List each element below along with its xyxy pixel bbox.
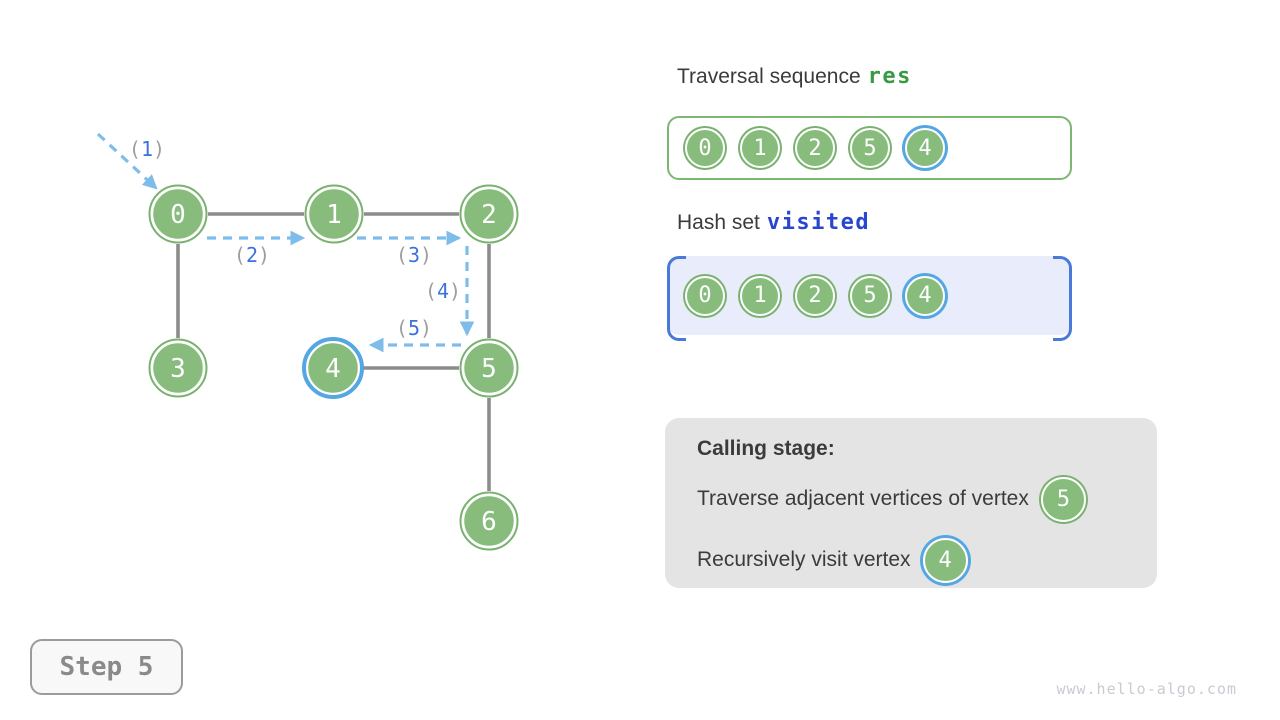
graph-node-5: 5 xyxy=(459,338,519,398)
svg-text:0: 0 xyxy=(170,200,186,230)
res-node-2: 2 xyxy=(795,128,835,168)
calling-line1-node: 5 xyxy=(1040,476,1086,522)
graph-node-1: 1 xyxy=(304,184,364,244)
step-label-3: (3) xyxy=(396,243,432,267)
res-node-1: 1 xyxy=(740,128,780,168)
graph-node-2: 2 xyxy=(459,184,519,244)
svg-text:4: 4 xyxy=(325,354,341,384)
visited-node-4-highlighted: 4 xyxy=(905,275,945,316)
hash-set-box: 0 1 2 5 4 xyxy=(667,256,1072,341)
graph-node-3: 3 xyxy=(148,338,208,398)
graph-node-0: 0 xyxy=(148,184,208,244)
calling-line1-text: Traverse adjacent vertices of vertex xyxy=(697,487,1029,510)
watermark-text: www.hello-algo.com xyxy=(1056,680,1237,698)
calling-stage-line-1: Traverse adjacent vertices of vertex 5 xyxy=(697,476,1157,522)
visited-node-1: 1 xyxy=(740,275,780,316)
svg-text:5: 5 xyxy=(481,354,497,384)
calling-stage-title: Calling stage: xyxy=(697,437,835,460)
calling-stage-line-2: Recursively visit vertex 4 xyxy=(697,537,1157,583)
visited-title-text: Hash set xyxy=(677,211,760,234)
visited-variable-name: visited xyxy=(766,210,871,235)
step-label-5: (5) xyxy=(396,316,432,340)
res-node-3: 5 xyxy=(850,128,890,168)
res-section-title: Traversal sequence res xyxy=(677,64,912,89)
traversal-arrow-1 xyxy=(96,132,158,190)
svg-text:6: 6 xyxy=(481,507,497,537)
graph-canvas: (1) (2) (3) (4) (5) 0 1 2 3 4 5 6 xyxy=(96,132,519,551)
traversal-sequence-box: 0 1 2 5 4 xyxy=(667,116,1072,180)
visited-node-3: 5 xyxy=(850,275,890,316)
graph-node-4-highlighted: 4 xyxy=(302,337,364,399)
step-button[interactable]: Step 5 xyxy=(30,639,183,695)
res-variable-name: res xyxy=(867,64,912,89)
step-label-1: (1) xyxy=(129,137,165,161)
res-title-text: Traversal sequence xyxy=(677,65,861,88)
graph-node-6: 6 xyxy=(459,491,519,551)
res-node-4-highlighted: 4 xyxy=(905,128,945,168)
visited-section-title: Hash set visited xyxy=(677,210,870,235)
visited-node-0: 0 xyxy=(685,275,725,316)
res-node-0: 0 xyxy=(685,128,725,168)
calling-line2-node-highlighted: 4 xyxy=(922,537,968,583)
step-label-2: (2) xyxy=(234,243,270,267)
calling-line2-text: Recursively visit vertex xyxy=(697,548,911,571)
step-label-4: (4) xyxy=(425,279,461,303)
calling-stage-panel: Calling stage: Traverse adjacent vertice… xyxy=(665,418,1157,588)
svg-text:3: 3 xyxy=(170,354,186,384)
svg-text:2: 2 xyxy=(481,200,497,230)
svg-text:1: 1 xyxy=(326,200,342,230)
visited-node-2: 2 xyxy=(795,275,835,316)
